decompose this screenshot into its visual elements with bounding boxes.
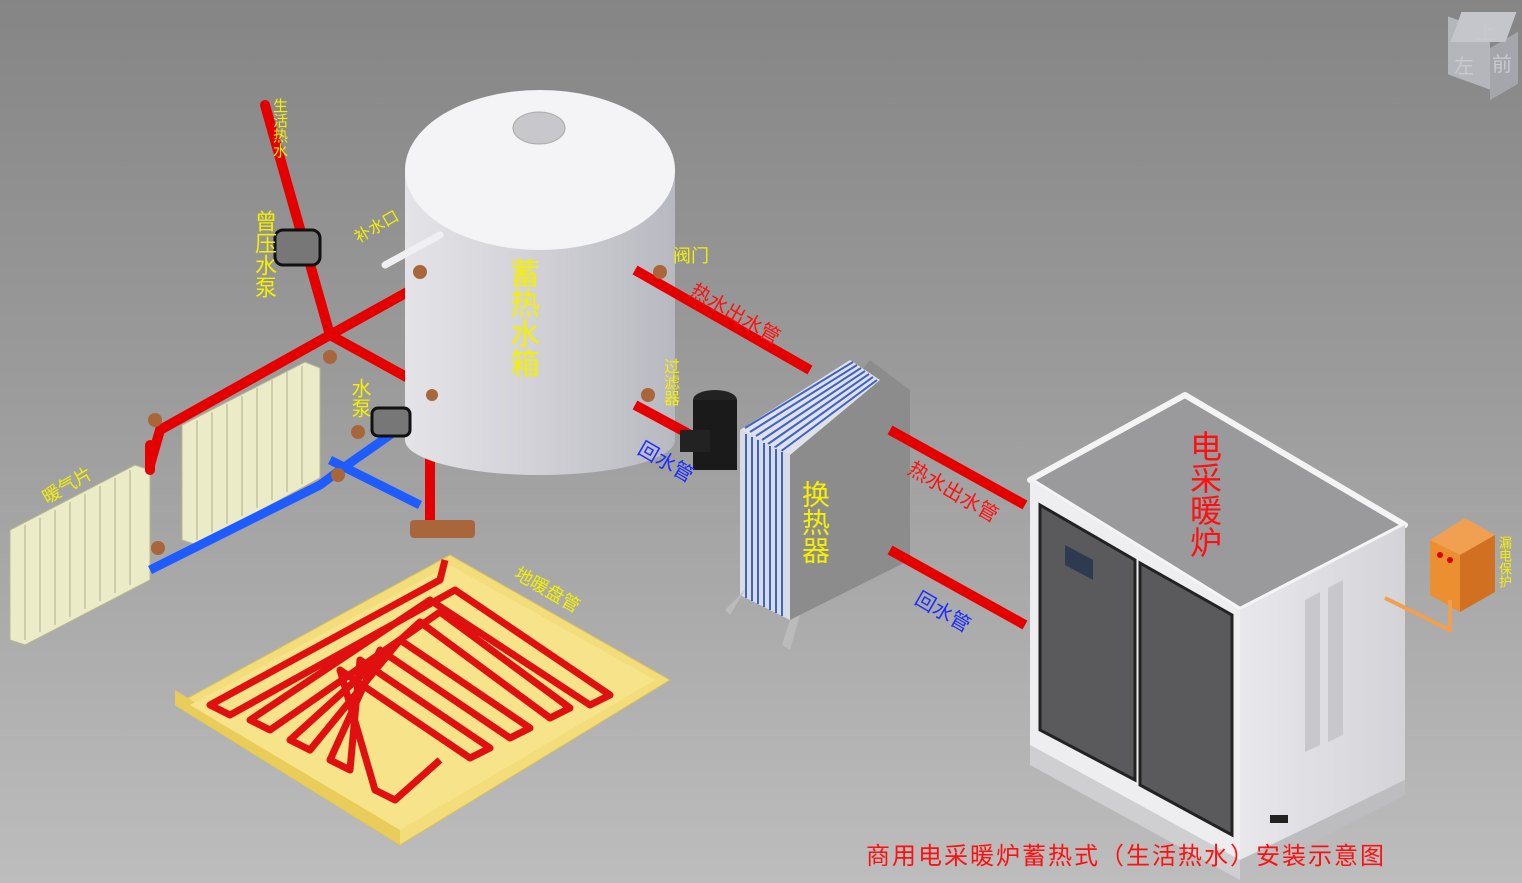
filter: [680, 390, 737, 470]
valves: [148, 265, 667, 555]
label-water-pump: 水泵: [348, 378, 372, 418]
hot-pipes-left: [145, 100, 435, 535]
label-leakage-protection: 漏电保护: [1496, 536, 1511, 588]
floor-heating-coil: [206, 559, 614, 804]
heat-exchanger: [725, 360, 910, 650]
label-storage-tank: 蓄热水箱: [504, 258, 539, 378]
label-electric-boiler: 电采暖炉: [1185, 430, 1223, 558]
view-cube-top[interactable]: 上: [1476, 20, 1496, 44]
label-valve: 阀门: [673, 246, 709, 267]
floor-heating-slab: [174, 554, 671, 846]
view-cube-front[interactable]: 前: [1492, 52, 1512, 76]
leakage-protection-box: [1384, 518, 1495, 634]
view-cube[interactable]: 上 左 前: [1448, 12, 1518, 101]
booster-pump: [273, 228, 322, 267]
label-booster-pump: 曾压水泵: [251, 210, 276, 298]
electric-boiler: [1027, 392, 1408, 880]
view-cube-left[interactable]: 左: [1454, 54, 1474, 78]
radiator-right: [181, 361, 321, 546]
hot-outlet-pipe-tank: [632, 265, 813, 375]
hot-outlet-pipe-boiler: [887, 425, 1028, 510]
diagram-title: 商用电采暖炉蓄热式（生活热水）安装示意图: [866, 842, 1386, 870]
radiator-left: [9, 464, 151, 646]
return-pipe-boiler: [887, 545, 1028, 630]
label-heat-exchanger: 换热器: [798, 480, 831, 564]
label-filter: 过滤器: [661, 358, 680, 406]
water-pump: [370, 406, 412, 438]
label-domestic-hot-water: 生活热水: [271, 98, 289, 158]
water-inlet-pipe: [381, 231, 444, 269]
storage-tank: [405, 90, 675, 475]
